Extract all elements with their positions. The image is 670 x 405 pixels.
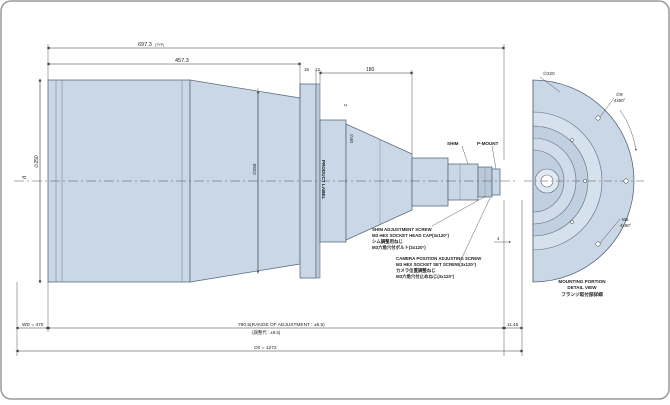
dim-phi9: ∅9 — [616, 92, 623, 97]
dim-range-sub: (調整代 : ±9.5) — [252, 329, 281, 336]
dim-total-top-unit: (TYP) — [155, 43, 164, 47]
dim-phi9-angle: 4x90° — [614, 98, 626, 103]
svg-text:DETAIL VIEW: DETAIL VIEW — [567, 285, 597, 290]
dim-m5-angle: 4x90° — [620, 223, 632, 228]
dim-wd: WD = 470 — [22, 322, 44, 328]
dim-oi: O/I = 1272 — [254, 345, 277, 351]
dim-range-main: 790.5(RANGE OF ADJUSTMENT : ±9.5) — [238, 322, 325, 328]
flange-detail-view — [524, 79, 644, 283]
dim-11: 11.45 — [507, 322, 519, 327]
svg-text:M3六角穴付止めねじ(3x120°): M3六角穴付止めねじ(3x120°) — [396, 273, 455, 280]
dim-phi220: ∅220 — [543, 71, 555, 76]
rear-cone — [345, 123, 413, 241]
svg-text:M3 HEX SOCKET SET SCREW(3x120°: M3 HEX SOCKET SET SCREW(3x120°) — [396, 262, 477, 267]
svg-text:シム調整用ねじ: シム調整用ねじ — [372, 238, 403, 245]
dim-phi40: ∅40 — [349, 134, 354, 143]
svg-text:M3六角穴付ボルト(3x120°): M3六角穴付ボルト(3x120°) — [372, 244, 426, 251]
break-mark: ≈ — [22, 173, 27, 182]
svg-text:SHIM ADJUSTMENT SCREW: SHIM ADJUSTMENT SCREW — [372, 227, 432, 232]
dim-phi250: ∅250 — [34, 155, 40, 168]
pmount-label: P-MOUNT — [477, 141, 499, 146]
dim-m5: M5 — [622, 217, 629, 222]
shim-label: SHIM — [447, 141, 459, 146]
dim-16: 16 — [304, 67, 310, 72]
svg-text:M3 HEX SOCKET HEAD CAP(3x120°): M3 HEX SOCKET HEAD CAP(3x120°) — [372, 233, 449, 238]
mounting-portion-caption: MOUNTING PORTION DETAIL VIEW フランジ取付部詳細 — [558, 279, 606, 298]
svg-text:CAMERA POSITION ADJUSTING SCRE: CAMERA POSITION ADJUSTING SCREW — [396, 256, 482, 261]
p-mount — [491, 168, 501, 196]
dim-2: 2 — [343, 104, 348, 107]
svg-text:MOUNTING PORTION: MOUNTING PORTION — [558, 279, 606, 284]
dim-total-top: 697.3 — [138, 42, 152, 48]
dim-4: 4 — [497, 236, 500, 241]
product-label: PRODUCT LABEL — [321, 160, 326, 199]
dim-front-len: 457.3 — [175, 58, 189, 64]
dim-12: 12 — [315, 67, 321, 72]
camera-screw-note: CAMERA POSITION ADJUSTING SCREW M3 HEX S… — [396, 256, 482, 280]
shim-screw-note: SHIM ADJUSTMENT SCREW M3 HEX SOCKET HEAD… — [372, 227, 449, 251]
dim-180: 180 — [366, 67, 375, 73]
svg-text:カメラ位置調整ねじ: カメラ位置調整ねじ — [396, 267, 436, 274]
dim-phi250-small: ∅250 — [252, 163, 257, 175]
camera-adapter — [447, 163, 479, 201]
svg-text:フランジ取付部詳細: フランジ取付部詳細 — [561, 291, 603, 298]
